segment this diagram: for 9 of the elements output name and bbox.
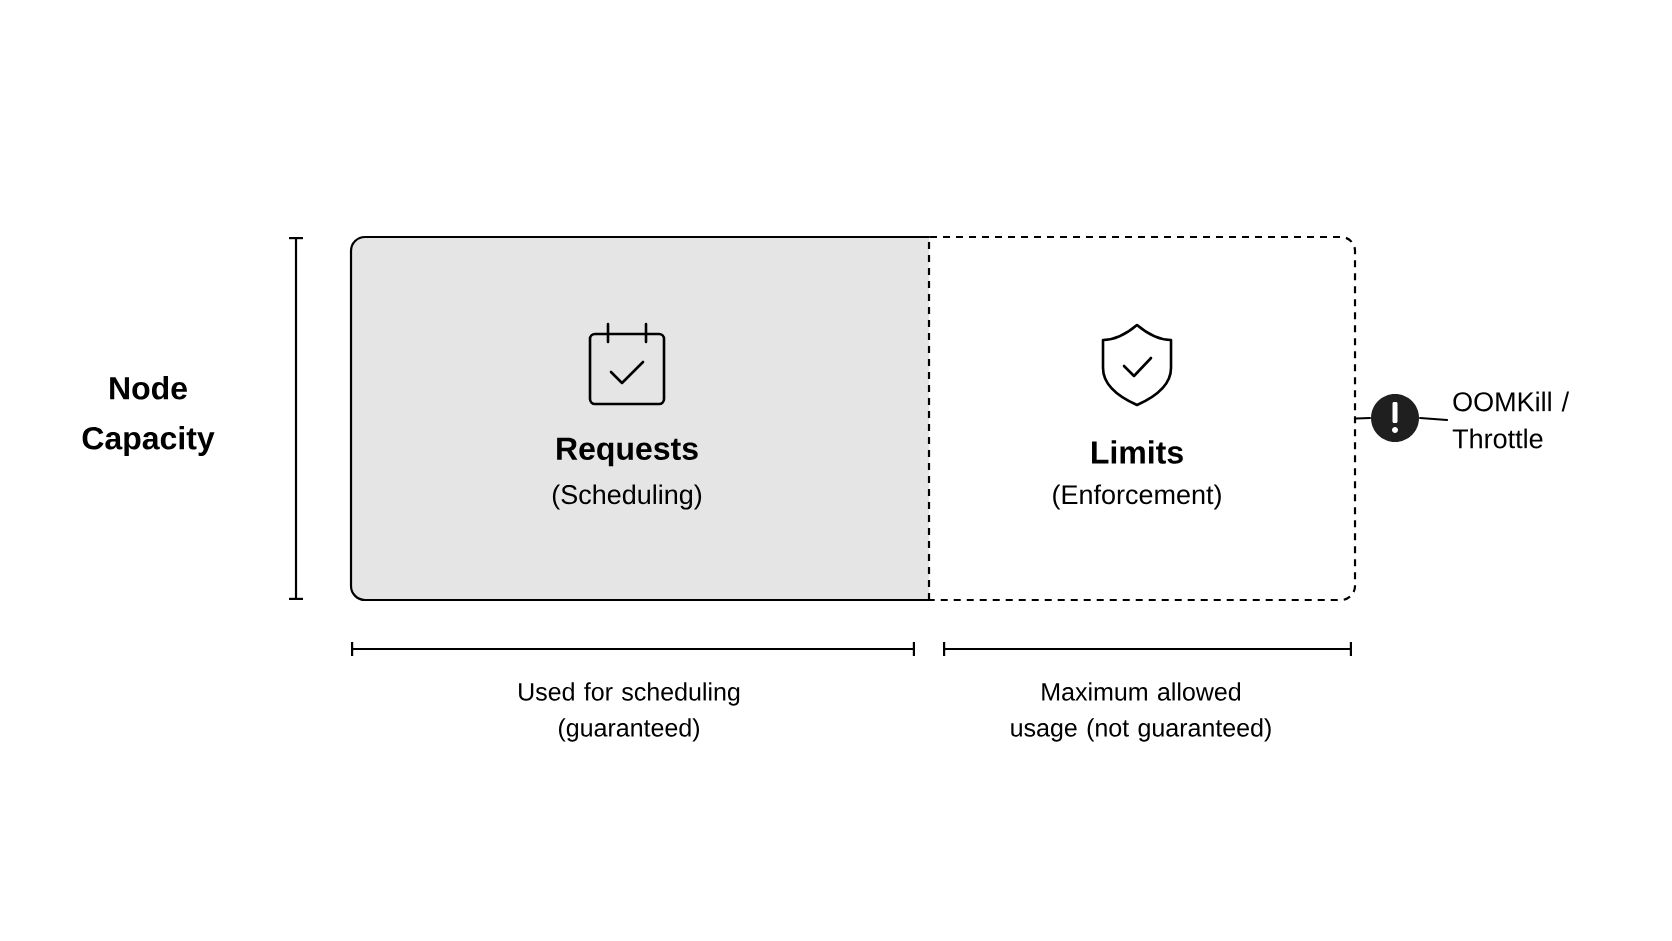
warning-icon xyxy=(1371,394,1419,442)
connector-line xyxy=(1355,416,1371,420)
callout-text: OOMKill / Throttle xyxy=(1452,391,1570,449)
dimension-label: Used for scheduling (guaranteed) xyxy=(519,682,740,742)
axis-label: Node Capacity xyxy=(82,376,215,456)
connector-line xyxy=(1419,416,1449,422)
requests-box: Requests (Scheduling) xyxy=(349,235,931,602)
limits-box: Limits (Enforcement) xyxy=(927,235,1357,602)
dimension-label: Maximum allowed usage (not guaranteed) xyxy=(1011,682,1271,742)
